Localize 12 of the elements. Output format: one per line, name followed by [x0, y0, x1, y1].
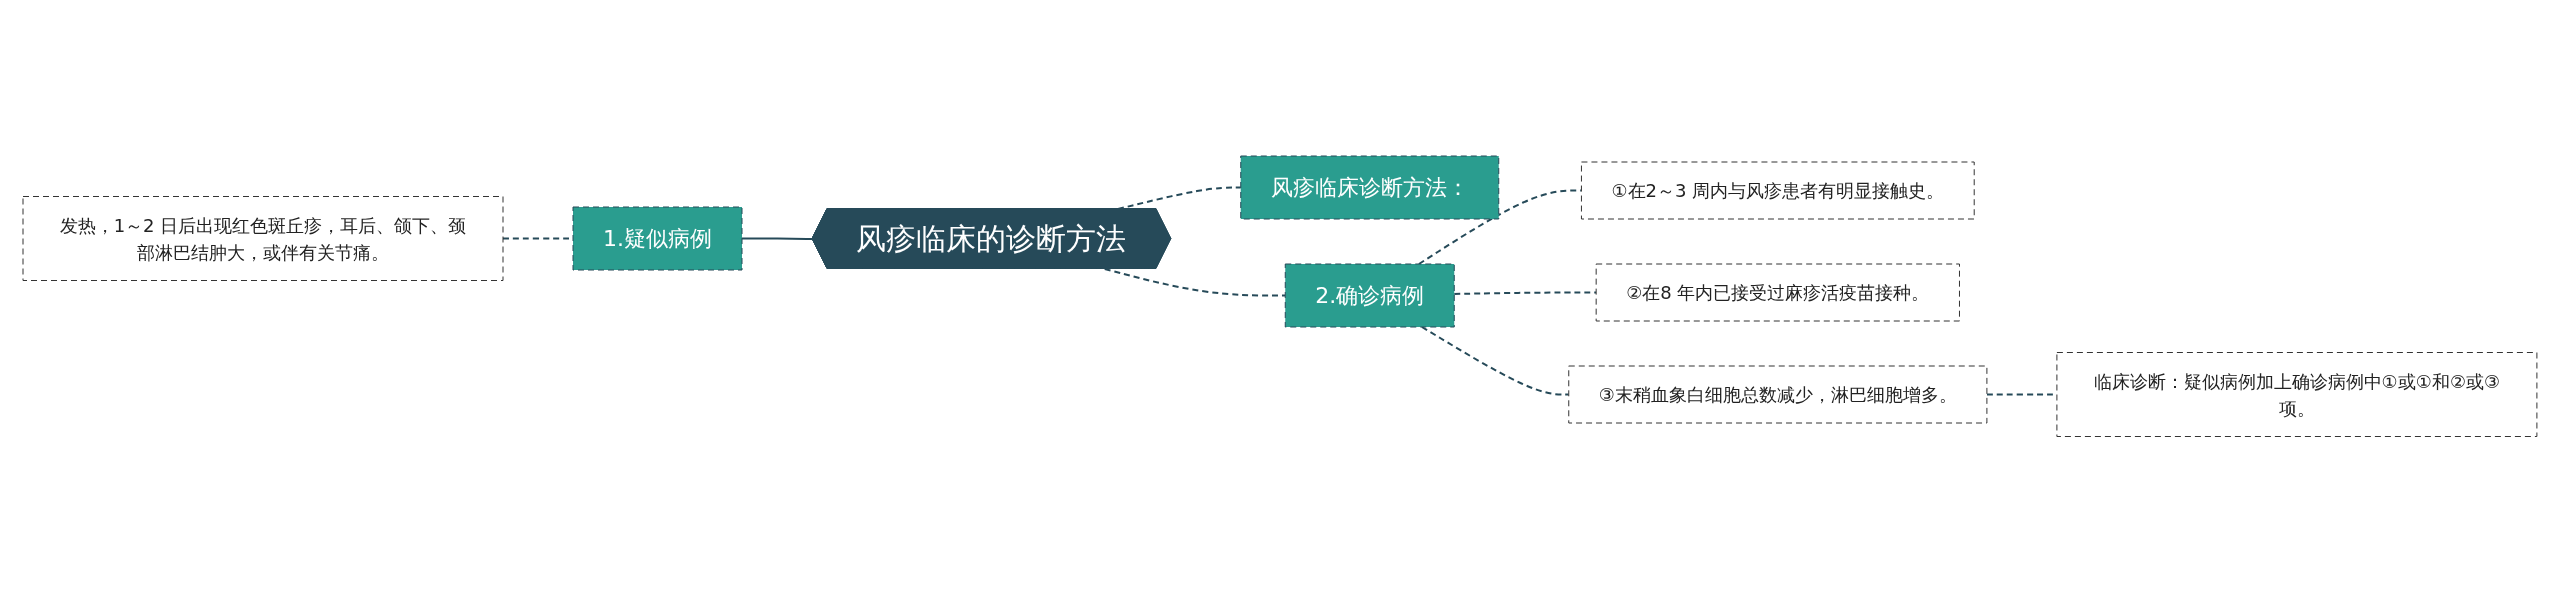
node-box: 风疹临床诊断方法：: [1240, 155, 1500, 220]
node-box: ②在8 年内已接受过麻疹活疫苗接种。: [1595, 263, 1960, 322]
node-box: ③末稍血象白细胞总数减少，淋巴细胞增多。: [1568, 365, 1988, 424]
node-box: 1.疑似病例: [572, 206, 743, 271]
node-box: 临床诊断：疑似病例加上确诊病例中①或①和②或③项。: [2056, 352, 2538, 438]
connector: [1421, 326, 1570, 396]
node-box: 发热，1～2 日后出现红色斑丘疹，耳后、颌下、颈部淋巴结肿大，或伴有关节痛。: [22, 196, 504, 282]
connector: [741, 237, 814, 241]
node-box: ①在2～3 周内与风疹患者有明显接触史。: [1581, 161, 1975, 220]
connector: [1103, 268, 1287, 297]
node-box: 2.确诊病例: [1284, 263, 1455, 328]
connector: [1453, 291, 1598, 296]
